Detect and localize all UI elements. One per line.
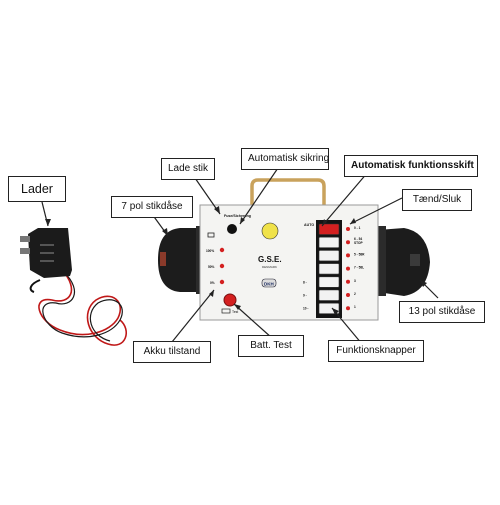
switch-label: 6 - 54 xyxy=(354,237,362,241)
switch-left-label: 9 - xyxy=(303,294,307,298)
switch-label: 7 - 58L xyxy=(354,266,364,270)
function-switch[interactable] xyxy=(318,289,340,301)
brand-name: G.S.E. xyxy=(258,255,282,264)
switch-label: 0 - 1 xyxy=(354,226,361,230)
level-50-label: 50% xyxy=(208,265,215,269)
function-switch[interactable] xyxy=(318,236,340,248)
socket-7-pole xyxy=(158,226,206,294)
brand-logo xyxy=(261,222,279,240)
charge-plug[interactable] xyxy=(207,232,215,238)
switch-left-label: 10 - xyxy=(303,307,309,311)
led-100 xyxy=(219,247,225,253)
switch-label: 2 xyxy=(354,292,356,296)
socket-13-pole xyxy=(376,226,430,296)
switch-led xyxy=(346,266,350,271)
callout-function-buttons: Funktionsknapper xyxy=(328,340,424,362)
callout-on-off: Tænd/Sluk xyxy=(402,189,472,211)
callout-charge-plug: Lade stik xyxy=(161,158,215,180)
callout-7-pole-socket: 7 pol stikdåse xyxy=(111,196,193,218)
charger-cable xyxy=(29,269,128,346)
led-0 xyxy=(219,279,225,285)
callout-automatic-fuse: Automatisk sikring xyxy=(241,148,329,170)
function-switch[interactable] xyxy=(318,276,340,288)
led-50 xyxy=(219,263,225,269)
fuse-label: Fuse/Sicherung xyxy=(224,214,251,218)
callout-arrowheads xyxy=(45,206,427,315)
callout-battery-status: Akku tilstand xyxy=(133,341,211,363)
switch-label: 3 xyxy=(354,279,356,283)
power-switch[interactable] xyxy=(318,223,340,235)
auto-label: AUTO xyxy=(304,223,314,227)
switch-led xyxy=(346,293,350,297)
brand-sub: DENMARK xyxy=(262,265,277,269)
function-switch[interactable] xyxy=(318,250,340,262)
callout-automatic-function-switch: Automatisk funktionsskift xyxy=(344,155,478,177)
switch-label: STOP xyxy=(354,241,363,245)
test-label: Test xyxy=(232,310,238,314)
battery-test-button[interactable] xyxy=(223,293,237,307)
battery-status: 100% 50% 0% xyxy=(206,247,225,285)
switch-led xyxy=(346,253,350,258)
charger xyxy=(20,228,72,278)
switch-label: 5 - 58R xyxy=(354,252,365,256)
callout-13-pole-socket: 13 pol stikdåse xyxy=(399,301,485,323)
brand-badge: DKH xyxy=(264,282,274,287)
switch-led xyxy=(346,240,350,245)
callout-charger: Lader xyxy=(8,176,66,202)
level-100-label: 100% xyxy=(206,249,214,253)
level-0-label: 0% xyxy=(210,281,215,285)
carry-handle xyxy=(250,178,326,205)
callout-battery-test: Batt. Test xyxy=(238,335,304,357)
automatic-fuse[interactable] xyxy=(227,224,237,234)
switch-led xyxy=(346,227,350,231)
function-switch[interactable] xyxy=(318,263,340,275)
switch-led xyxy=(346,306,350,311)
switch-label: 1 xyxy=(354,305,356,309)
switch-led xyxy=(346,279,350,284)
switch-left-label: 8 - xyxy=(303,280,307,284)
